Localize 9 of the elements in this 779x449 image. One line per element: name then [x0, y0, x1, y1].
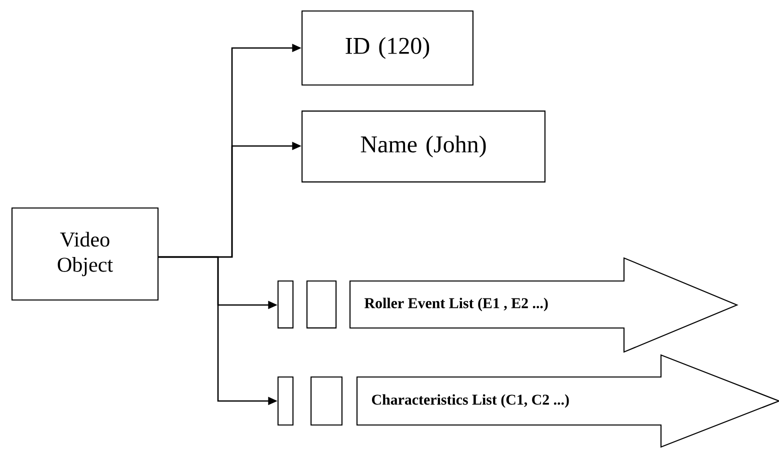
text-box: ID (120) — [302, 10, 474, 86]
list-banner: Characteristics List (C1, C2 ...) — [356, 354, 779, 448]
small-box — [306, 280, 337, 328]
text-box: Name (John) — [302, 110, 546, 182]
small-box — [310, 376, 342, 426]
small-box — [278, 280, 294, 328]
small-box — [278, 376, 294, 426]
list-banner: Roller Event List (E1 , E2 ...) — [349, 257, 738, 353]
text-box: Video Object — [11, 207, 159, 301]
